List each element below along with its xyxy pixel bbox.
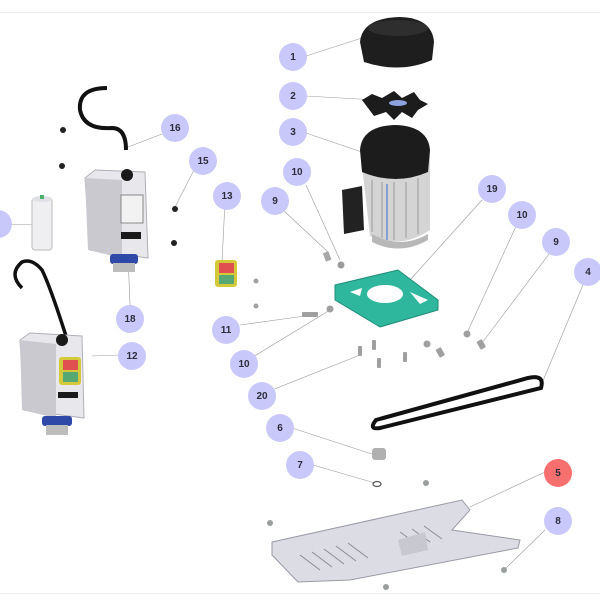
screws-8 xyxy=(267,480,507,590)
callout-11[interactable]: 11 xyxy=(212,316,240,344)
cooling-fan xyxy=(362,91,428,120)
callout-16[interactable]: 16 xyxy=(161,114,189,142)
switch-box xyxy=(84,169,149,272)
washer xyxy=(372,480,382,488)
callout-10c[interactable]: 10 xyxy=(230,350,258,378)
leader-1 xyxy=(305,37,363,57)
leader-10a xyxy=(305,184,341,261)
leader-12 xyxy=(91,354,121,357)
leader-9b xyxy=(481,249,553,344)
bolt-9a xyxy=(323,251,332,262)
leader-10b xyxy=(466,221,519,334)
bottom-divider xyxy=(0,593,600,594)
electric-motor xyxy=(342,125,430,249)
callout-5[interactable]: 5 xyxy=(544,459,572,487)
callout-9b[interactable]: 9 xyxy=(542,228,570,256)
leader-19 xyxy=(409,199,483,281)
motor-mount-plate xyxy=(334,269,439,328)
screws-20 xyxy=(253,278,486,368)
leader-10c xyxy=(252,309,331,358)
callout-19[interactable]: 19 xyxy=(478,175,506,203)
callout-10a[interactable]: 10 xyxy=(283,158,311,186)
callout-17-partial[interactable] xyxy=(0,210,12,238)
leader-20 xyxy=(271,354,361,391)
callout-9a[interactable]: 9 xyxy=(261,187,289,215)
callout-3[interactable]: 3 xyxy=(279,118,307,146)
motor-fan-cover xyxy=(360,17,434,68)
top-divider xyxy=(0,12,600,13)
leader-11 xyxy=(239,315,306,326)
callout-1[interactable]: 1 xyxy=(279,43,307,71)
callout-6[interactable]: 6 xyxy=(266,414,294,442)
callout-12[interactable]: 12 xyxy=(118,342,146,370)
belt-guard xyxy=(271,499,521,583)
leader-4 xyxy=(539,279,586,389)
drive-belt xyxy=(370,375,544,431)
callout-13[interactable]: 13 xyxy=(213,182,241,210)
callout-18[interactable]: 18 xyxy=(116,305,144,333)
leader-8 xyxy=(503,529,546,571)
small-screws-16 xyxy=(59,127,178,246)
leader-16 xyxy=(127,133,163,148)
nut-10a xyxy=(337,261,345,269)
pulley-nut xyxy=(372,448,386,460)
callout-4[interactable]: 4 xyxy=(574,258,600,286)
leader-13 xyxy=(221,201,226,263)
on-off-switch-box xyxy=(13,259,85,435)
leader-5 xyxy=(469,471,546,508)
leader-9a xyxy=(282,209,329,253)
leader-7 xyxy=(312,464,376,484)
callout-20[interactable]: 20 xyxy=(248,382,276,410)
leader-6 xyxy=(291,427,376,456)
callout-10b[interactable]: 10 xyxy=(508,201,536,229)
callout-2[interactable]: 2 xyxy=(279,82,307,110)
callout-7[interactable]: 7 xyxy=(286,451,314,479)
callout-15[interactable]: 15 xyxy=(189,147,217,175)
power-cable xyxy=(77,86,128,151)
callout-8[interactable]: 8 xyxy=(544,507,572,535)
capacitor xyxy=(31,195,53,251)
leader-15 xyxy=(173,165,197,210)
switch-button xyxy=(215,260,237,287)
